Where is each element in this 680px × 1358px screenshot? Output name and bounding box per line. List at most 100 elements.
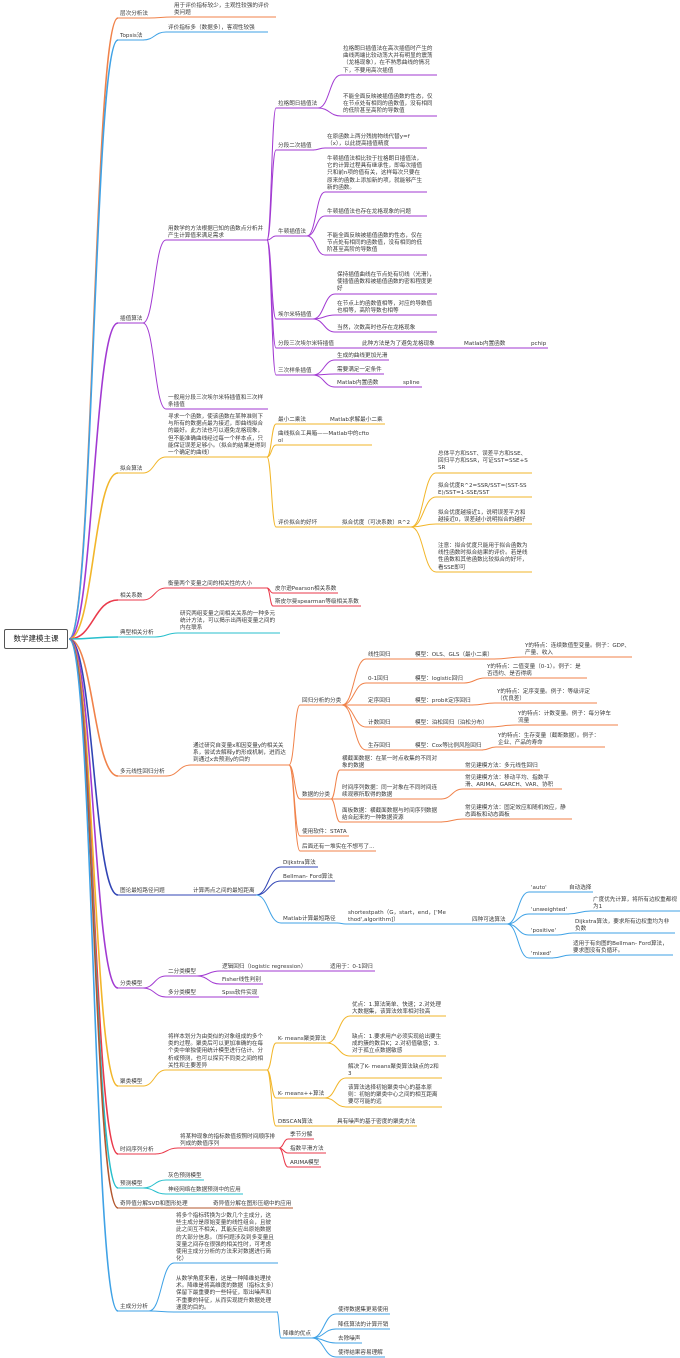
mindmap-node-n9a2[interactable]: Fisher线性判别 (222, 977, 261, 983)
mindmap-node-n8a3b3a[interactable]: Dijkstra算法，要求所有边权重均为非负数 (575, 919, 670, 933)
mindmap-node-n5a1[interactable]: 皮尔逊Pearson相关系数 (275, 586, 337, 592)
mindmap-node-n10a1b[interactable]: 缺点：1.要求用户必须实现给出要生成的簇的数目K；2.对初值敏感；3.对于孤立点… (352, 1034, 442, 1055)
mindmap-node-n4a1[interactable]: 最小二乘法 (278, 417, 306, 423)
mindmap-node-n14b1c[interactable]: 去除噪声 (338, 1336, 361, 1342)
mindmap-node-n7a1e2[interactable]: Y的特点：生存变量（截断数据）。例子：企业、产品的寿命 (498, 733, 600, 747)
mindmap-node-n1[interactable]: 层次分析法 (120, 11, 148, 17)
mindmap-node-n3a6d[interactable]: spline (403, 380, 420, 386)
mindmap-node-n8a1[interactable]: Dijkstra算法 (283, 860, 316, 866)
mindmap-node-n12a[interactable]: 灰色预测模型 (168, 1173, 202, 1179)
mindmap-node-n4a3a4[interactable]: 注意：拟合优度只能用于拟合函数为线性函数时拟合结果的评价。若是线性函数和其他函数… (438, 543, 528, 571)
mindmap-node-n7a2a1[interactable]: 常见建模方法：多元线性回归 (465, 763, 538, 769)
mindmap-node-n14b1a[interactable]: 使得数据集更易使用 (338, 1307, 389, 1313)
mindmap-node-n7a2a[interactable]: 横截面数据：在某一时点收集的不同对象的数据 (342, 756, 438, 770)
mindmap-node-n14b1[interactable]: 降维的优点 (283, 1331, 311, 1337)
mindmap-node-n8a3b[interactable]: 四种可选算法 (472, 917, 506, 923)
mindmap-node-n10[interactable]: 聚类模型 (120, 1079, 143, 1085)
mindmap-node-n7a[interactable]: 通过研究自变量x和因变量y的相关关系，尝试去解释y的形成机制，进而达到通过x去预… (193, 743, 286, 764)
mindmap-node-n3a5c[interactable]: pchip (531, 341, 547, 347)
mindmap-node-n6a[interactable]: 研究两组变量之间相关关系的一种多元统计方法，可以揭示出两组变量之间的内在联系 (180, 611, 276, 632)
mindmap-node-n10a1[interactable]: K- means聚类算法 (278, 1036, 327, 1042)
mindmap-node-n10a3a[interactable]: 具有噪声的基于密度的聚类方法 (337, 1119, 416, 1125)
mindmap-node-n3a2a[interactable]: 在原函数上两分残抛物线代替y=f（x），以此提高插值精度 (327, 134, 410, 148)
mindmap-node-n4a1a[interactable]: Matlab求解最小二乘 (330, 417, 383, 423)
mindmap-node-n9a1a[interactable]: 适用于：0-1回归 (330, 964, 373, 970)
mindmap-node-n7a2c[interactable]: 面板数据：横截面数据与时间序列数据结合起来的一种数据资源 (342, 808, 438, 822)
mindmap-node-n7a1b[interactable]: 0-1回归 (368, 676, 389, 682)
mindmap-node-n4[interactable]: 拟合算法 (120, 466, 143, 472)
mindmap-node-n11a[interactable]: 将某种现象的指标数值按照时间顺序排列成的数值序列 (180, 1134, 276, 1148)
mindmap-node-n1a[interactable]: 用于评价指标较少，主观性较强的评价类问题 (174, 3, 270, 17)
mindmap-node-n11[interactable]: 时间序列分析 (120, 1147, 154, 1153)
mindmap-node-n3b[interactable]: 一般用分段三次埃尔米特插值和三次样条插值 (168, 395, 264, 409)
mindmap-node-n3[interactable]: 插值算法 (120, 316, 143, 322)
mindmap-node-n3a3c[interactable]: 不能全面反映被插值函数的性态，仅在节点处有相同的函数值，没有相同的低阶甚至高阶的… (327, 233, 423, 254)
mindmap-node-n9a[interactable]: 二分类模型 (168, 969, 196, 975)
mindmap-node-n3a1b[interactable]: 不能全面反映被插值函数的性态，仅在节点处有相同的函数值，没有相同的低阶甚至高阶的… (343, 94, 433, 115)
mindmap-node-n4a3a2[interactable]: 拟合优度R^2=SSR/SST=(SST-SSE)/SST=1-SSE/SST (438, 483, 527, 497)
mindmap-node-n7[interactable]: 多元线性回归分析 (120, 769, 165, 775)
mindmap-node-n4a[interactable]: 寻求一个函数，使该函数在某种准则下与所有的数据点最为接近，即曲线拟合的最好。此方… (168, 414, 266, 457)
mindmap-node-n14[interactable]: 主成分分析 (120, 1304, 148, 1310)
mindmap-node-n10a[interactable]: 将样本划分为由类似的对象组成的多个类的过程。聚类后可以更加准确的在每个类中单独使… (168, 1034, 264, 1069)
mindmap-node-n7a1e1[interactable]: 模型：Cox等比例风险回归 (415, 743, 482, 749)
mindmap-node-n7a4[interactable]: 后面还有一堆实在不想写了... (302, 844, 375, 850)
mindmap-node-n7a1d2[interactable]: Y的特点：计数变量。例子：每分钟车流量 (518, 711, 611, 725)
mindmap-node-n7a1[interactable]: 回归分析的分类 (302, 698, 342, 704)
mindmap-node-n4a3[interactable]: 评价拟合的好坏 (278, 520, 318, 526)
mindmap-node-n7a1c2[interactable]: Y的特点：定序变量。例子：等级评定（优良差） (497, 689, 590, 703)
mindmap-node-n10a3[interactable]: DBSCAN算法 (278, 1119, 313, 1125)
mindmap-node-n6[interactable]: 典型相关分析 (120, 630, 154, 636)
mindmap-node-n8a2[interactable]: Bellman- Ford算法 (283, 874, 333, 880)
mindmap-node-n7a2[interactable]: 数据的分类 (302, 792, 330, 798)
mindmap-node-n4a3a3[interactable]: 拟合优度越接近1，说明误差平方和越接近0，误差越小说明拟合的越好 (438, 510, 526, 524)
mindmap-node-n8a3[interactable]: Matlab计算最短路径 (283, 916, 336, 922)
mindmap-node-n3a3a[interactable]: 牛顿插值法相比较于拉格朗日插值法，它的计算过程具有继承性，即每次插值只和前n项的… (327, 156, 423, 191)
root-node[interactable]: 数学建模主课 (4, 629, 68, 649)
mindmap-node-n4a3a1[interactable]: 总体平方和SST、误差平方和SSE、回归平方和SSR，可证SST=SSE+SSR (438, 451, 528, 472)
mindmap-node-n10a1a[interactable]: 优点：1.算法简单、快速；2.对处理大数据集，该算法效率相对较高 (352, 1002, 441, 1016)
mindmap-node-n3a4[interactable]: 埃尔米特插值 (278, 312, 312, 318)
mindmap-node-n7a1c1[interactable]: 模型：probit定序回归 (415, 698, 471, 704)
mindmap-node-n13a[interactable]: 奇异值分解在图形压缩中的应用 (213, 1201, 292, 1207)
mindmap-node-n8a3b3[interactable]: 'positive' (531, 928, 557, 934)
mindmap-node-n4a3a[interactable]: 拟合优度（可决系数）R^2 (342, 520, 411, 526)
mindmap-node-n9b[interactable]: 多分类模型 (168, 990, 196, 996)
mindmap-node-n11a2[interactable]: 指数平滑方法 (290, 1146, 324, 1152)
mindmap-node-n10a2b[interactable]: 该算法选择初始聚类中心的基本原则：初始的聚类中心之间的相互距离要尽可能的远 (348, 1085, 438, 1106)
mindmap-node-n3a4b[interactable]: 在节点上的函数值相等，对应的导数值也相等，高阶导数也相等 (337, 301, 433, 315)
mindmap-node-n3a4a[interactable]: 保持插值曲线在节点处有切线（光滑），使插值函数和被插值函数的密和程度更好 (337, 272, 435, 293)
mindmap-node-n9[interactable]: 分类模型 (120, 981, 143, 987)
mindmap-node-n3a3b[interactable]: 牛顿插值法也存在龙格现象的问题 (327, 209, 411, 215)
mindmap-node-n12b[interactable]: 神经网络在数据预测中的应用 (168, 1187, 241, 1193)
mindmap-node-n7a2c1[interactable]: 常见建模方法：固定效应和随机效应，静态面板和动态面板 (465, 805, 566, 819)
mindmap-node-n8a3b2a[interactable]: 广度优先计算，将所有边权重都视为1 (593, 897, 677, 911)
mindmap-node-n3a1[interactable]: 拉格朗日插值法 (278, 101, 318, 107)
mindmap-node-n14b[interactable]: 从数学角度来看，这是一种降维处理技术。降维是将高维度的数据（指标太多）保留下最重… (176, 1276, 274, 1311)
mindmap-node-n3a2[interactable]: 分段二次插值 (278, 143, 312, 149)
mindmap-node-n3a1a[interactable]: 拉格朗日插值法在高次插值时产生的曲线两端比较动荡大并有明显的震荡（龙格现象），在… (343, 46, 433, 74)
mindmap-node-n2[interactable]: Topsis法 (120, 33, 143, 39)
mindmap-node-n8[interactable]: 图论最短路径问题 (120, 888, 165, 894)
mindmap-node-n13[interactable]: 奇异值分解SVD和图形处理 (120, 1201, 188, 1207)
mindmap-node-n3a5a[interactable]: 此种方法是为了避免龙格现象 (362, 341, 435, 347)
mindmap-node-n5[interactable]: 相关系数 (120, 593, 143, 599)
mindmap-node-n3a6b[interactable]: 需要满足一定条件 (337, 367, 382, 373)
mindmap-node-n3a[interactable]: 用数学的方法根据已知的函数点分析并产生计算值来满足需求 (168, 226, 264, 240)
mindmap-node-n8a3b1[interactable]: 'auto' (531, 885, 547, 891)
mindmap-node-n10a2a[interactable]: 解决了K- means聚类算法缺点的2和3 (348, 1064, 439, 1078)
mindmap-node-n12[interactable]: 预测模型 (120, 1181, 143, 1187)
mindmap-node-n7a1a1[interactable]: 模型：OLS、GLS（最小二乘） (415, 652, 494, 658)
mindmap-node-n3a4c[interactable]: 当然，次数高时也存在龙格现象 (337, 325, 416, 331)
mindmap-node-n7a1a[interactable]: 线性回归 (368, 652, 391, 658)
mindmap-node-n7a1b2[interactable]: Y的特点：二值变量（0-1）。例子：是否违约、是否得病 (487, 664, 581, 678)
mindmap-node-n8a3b4[interactable]: 'mixed' (531, 951, 552, 957)
mindmap-node-n8a3b2[interactable]: 'unweighted' (531, 907, 568, 913)
mindmap-node-n3a6a[interactable]: 生成的曲线更加光滑 (337, 353, 388, 359)
mindmap-node-n14b1b[interactable]: 降低算法的计算开销 (338, 1322, 389, 1328)
mindmap-node-n7a1a2[interactable]: Y的特点：连续数值型变量。例子：GDP、产量、收入 (525, 643, 630, 657)
mindmap-node-n11a3[interactable]: ARIMA模型 (290, 1160, 320, 1166)
mindmap-node-n14b1d[interactable]: 使得结果容易理解 (338, 1350, 383, 1356)
mindmap-node-n8a3b4a[interactable]: 适用于有向图的Bellman- Ford算法，要求图没有负循环。 (573, 941, 668, 955)
mindmap-node-n9b1[interactable]: Spss软件实现 (222, 990, 258, 996)
